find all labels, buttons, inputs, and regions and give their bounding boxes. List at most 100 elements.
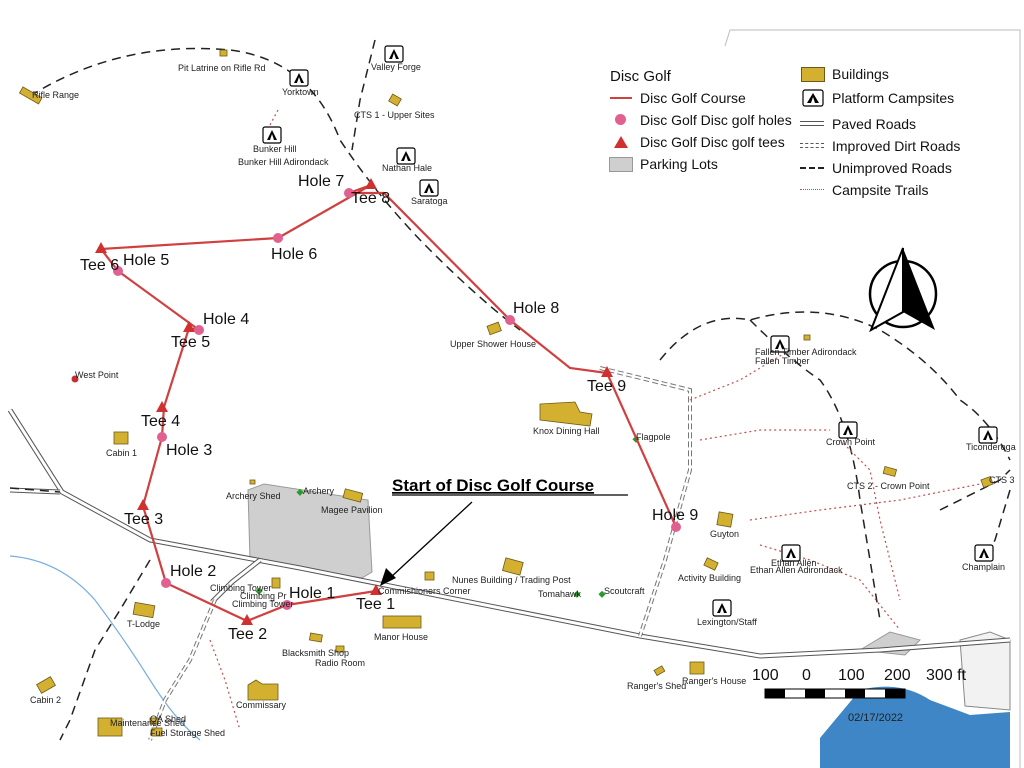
tee-1-label: Tee 1 [356,596,395,613]
legend-unimproved-row: Unimproved Roads [800,160,952,176]
building-cabin1 [113,431,129,445]
label-cabin2: Cabin 2 [30,695,61,705]
label-rangers-shed: Ranger's Shed [627,681,686,691]
campsite-icon-valley-forge [384,45,404,63]
building-knox-dining-hall [539,401,593,427]
tee-9-label: Tee 9 [587,378,626,395]
label-upper-shower: Upper Shower House [450,339,536,349]
building-manor [382,615,422,629]
lake-water [820,686,1010,768]
map-date: 02/17/2022 [848,712,903,724]
start-label: Start of Disc Golf Course [392,476,594,495]
legend-dirt-label: Improved Dirt Roads [832,138,961,154]
legend-trails-row: Campsite Trails [800,182,928,198]
disc-golf-holes [113,188,681,610]
tee-6-label: Tee 6 [80,257,119,274]
tee-5-label: Tee 5 [171,334,210,351]
hole-marker-4 [194,325,204,335]
legend-unimproved-label: Unimproved Roads [832,160,952,176]
hole-1-label: Hole 1 [289,585,335,602]
place-labels: Rifle Range Pit Latrine on Rifle Rd York… [30,62,1016,738]
tee-marker-6 [95,242,107,253]
hole-5-label: Hole 5 [123,252,169,269]
hole-6-label: Hole 6 [271,246,317,263]
label-rifle-range: Rifle Range [32,90,79,100]
label-fallen-timber: Fallen Timber [755,356,810,366]
scale-tick-100-left: 100 [752,667,779,684]
course-line-icon [608,91,634,105]
tee-8-label: Tee 8 [351,190,390,207]
campsite-icon-yorktown [289,69,309,87]
label-fuel: Fuel Storage Shed [150,728,225,738]
campsite-icon-ethan-allen [781,544,801,562]
trail-icon [800,183,826,197]
west-point-marker [71,375,79,383]
dock-area [959,631,1011,711]
north-arrow-icon [868,247,938,333]
label-ethan-allen: Ethan Allen [771,558,817,568]
building-rangers-house [689,661,705,675]
label-lexington: Lexington/Staff [697,617,757,627]
parking-swatch-icon [608,157,634,172]
hole-marker-6 [273,233,283,243]
tee-marker-5 [183,321,195,332]
legend-title: Disc Golf [610,68,671,85]
label-saratoga: Saratoga [411,196,448,206]
label-knox: Knox Dining Hall [533,426,600,436]
legend-paved-label: Paved Roads [832,116,917,132]
hole-marker-icon [608,113,634,127]
label-ethan-allen-adirondack: Ethan Allen Adirondack [750,565,843,575]
campsite-icon-champlain [974,544,994,562]
label-scoutcraft: Scoutcraft [604,586,645,596]
buildings [18,49,994,737]
course-labels: Tee 1 Tee 2 Tee 3 Tee 4 Tee 5 Tee 6 Tee … [80,173,698,643]
unimproved-road-icon [800,161,826,175]
building-magee [342,488,364,503]
building-small-nunes [424,571,435,581]
building-nunes [502,557,524,576]
label-bunker-hill-adirondack: Bunker Hill Adirondack [238,157,329,167]
scale-tick-100: 100 [838,667,865,684]
scale-tick-200: 200 [884,667,911,684]
building-cts3 [980,476,994,488]
campsite-icon-ticonderoga [978,426,998,444]
tee-marker-4 [156,401,168,412]
campsite-icon-nathan-hale [396,147,416,165]
legend-campsites-label: Platform Campsites [832,90,955,106]
hole-marker-7 [344,188,354,198]
building-tlodge [132,601,156,619]
tee-4-label: Tee 4 [141,413,180,430]
label-crown-point: Crown Point [826,437,876,447]
legend: Disc Golf Disc Golf Course Disc Golf Dis… [602,66,1002,216]
building-activity [703,557,719,571]
disc-golf-tees [95,178,613,625]
legend-buildings-label: Buildings [832,66,889,82]
legend-tees-label: Disc Golf Disc golf tees [640,134,785,150]
legend-holes-label: Disc Golf Disc golf holes [640,112,792,128]
legend-parking-label: Parking Lots [640,156,718,172]
climbing-marker [255,587,263,595]
label-west-point: West Point [75,370,119,380]
hole-marker-8 [505,315,515,325]
label-cts2: CTS 2 - Crown Point [847,481,930,491]
building-commissary [247,679,279,701]
building-upper-shower [486,321,502,336]
hole-7-label: Hole 7 [298,173,344,190]
stream [9,555,201,741]
hole-3-label: Hole 3 [166,442,212,459]
building-rangers-shed [653,665,666,677]
label-climbing-pr: Climbing Pr [240,591,287,601]
platform-campsites [262,45,998,617]
label-cts3: CTS 3 [989,475,1015,485]
hole-marker-9 [671,522,681,532]
building-archery-shed [249,479,256,485]
label-magee: Magee Pavilion [321,505,383,515]
building-cts2 [882,466,898,477]
label-cts1: CTS 1 - Upper Sites [354,110,435,120]
tee-marker-9 [601,366,613,377]
legend-parking-row: Parking Lots [608,156,718,172]
tee-marker-2 [241,614,253,625]
tee-marker-icon [608,135,634,149]
hole-2-label: Hole 2 [170,563,216,580]
